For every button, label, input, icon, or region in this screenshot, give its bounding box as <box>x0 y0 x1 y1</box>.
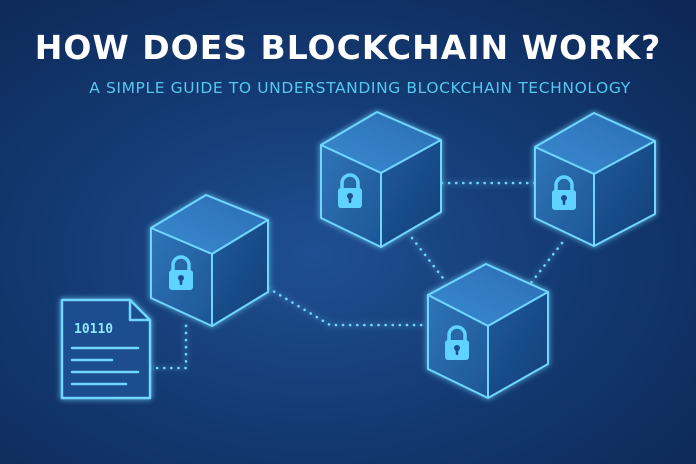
connector-block1-to-block4 <box>266 286 430 327</box>
document-binary-text: 10110 <box>74 322 113 337</box>
connector-document-to-block <box>148 320 188 370</box>
connector-lines <box>148 181 564 370</box>
block-cube-1 <box>150 194 269 327</box>
block-cube-4 <box>427 263 549 399</box>
block-cube-3 <box>534 112 656 247</box>
page-subtitle: A SIMPLE GUIDE TO UNDERSTANDING BLOCKCHA… <box>89 79 631 97</box>
block-cube-2 <box>320 111 442 248</box>
page-title: HOW DOES BLOCKCHAIN WORK? <box>34 28 662 67</box>
connector-block2-to-block4 <box>410 236 448 284</box>
document-icon: 10110 <box>60 298 152 400</box>
